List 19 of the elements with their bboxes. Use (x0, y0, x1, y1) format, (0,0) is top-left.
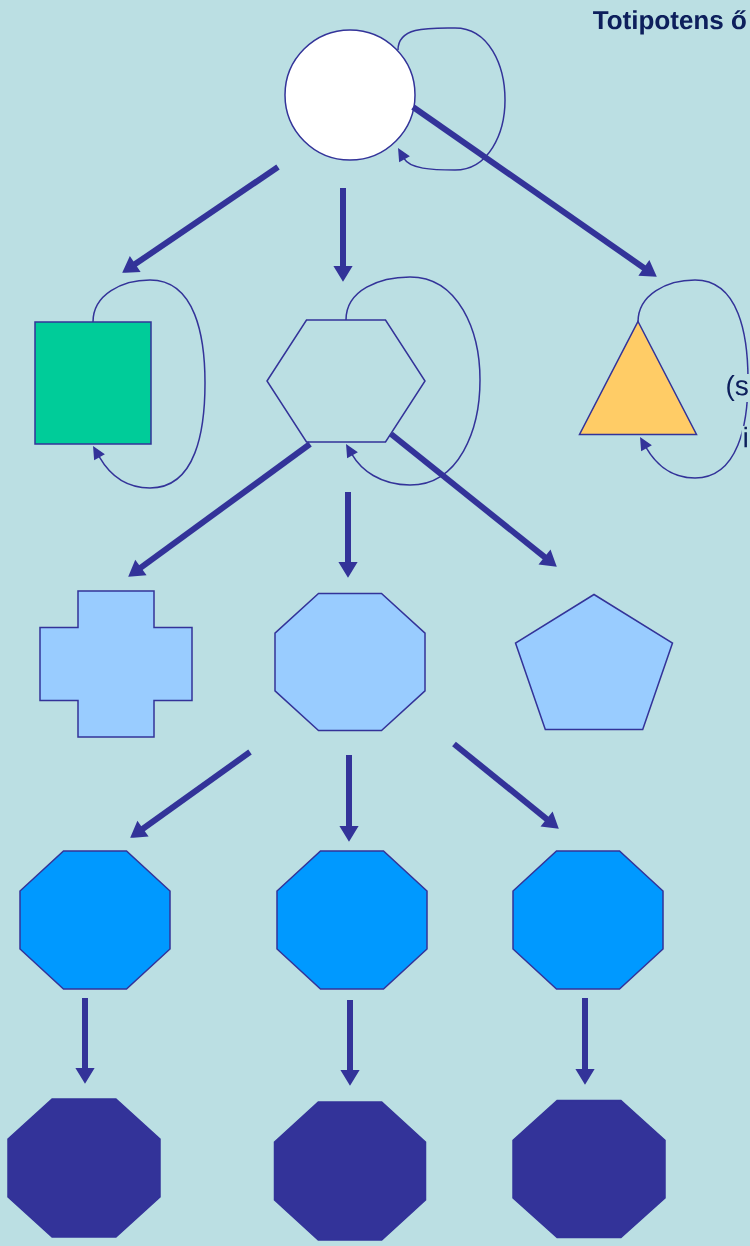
title: Totipotens ő (593, 10, 746, 35)
loop-arrow (637, 279, 749, 479)
hexagon-shape (266, 319, 426, 443)
label-text: (s (724, 373, 750, 403)
loop-arrow (345, 276, 481, 486)
pentagon-shape (514, 593, 674, 731)
square-shape (34, 321, 152, 445)
label-text: i (741, 425, 750, 449)
octagon-shape (512, 850, 664, 990)
loop-arrow (92, 279, 206, 489)
loop-arrow (397, 27, 506, 171)
octagon-shape (276, 850, 428, 990)
cross-shape (39, 590, 193, 738)
octagon-shape (19, 850, 171, 990)
octagon-shape (7, 1098, 161, 1238)
octagon-shape (274, 592, 426, 732)
octagon-shape (273, 1101, 427, 1241)
octagon-shape (512, 1099, 666, 1239)
circle-shape (284, 29, 416, 161)
